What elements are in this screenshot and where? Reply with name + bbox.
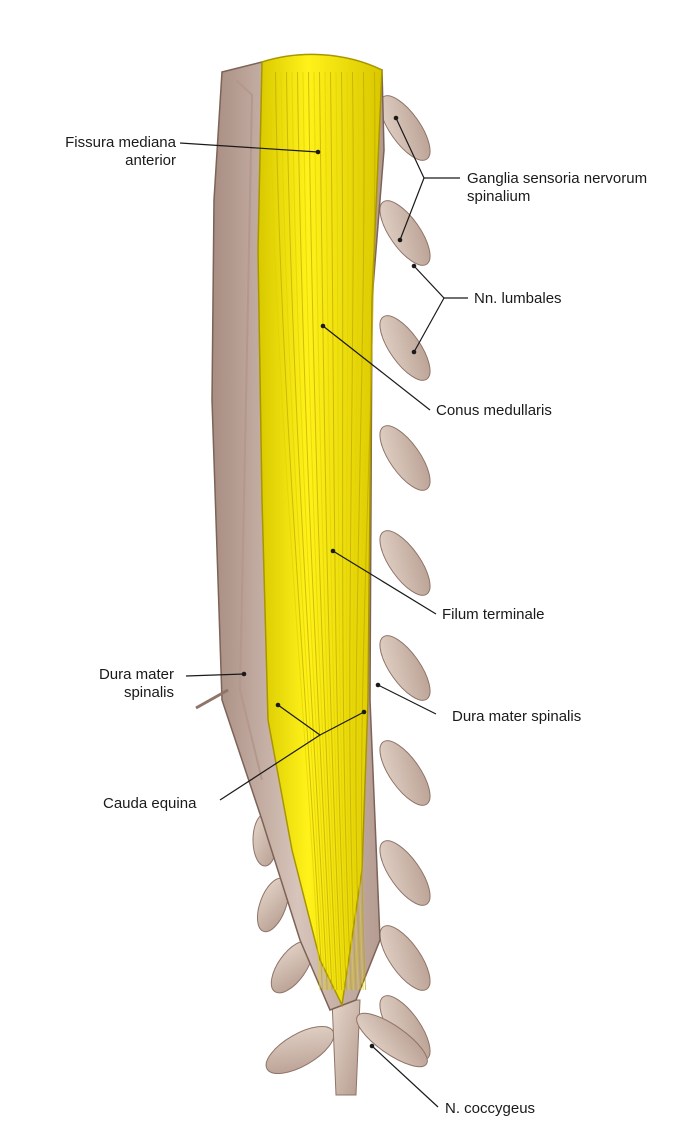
leader-cauda-2 xyxy=(319,711,365,736)
leader-lines xyxy=(179,117,468,1108)
nerve-fiber xyxy=(341,71,352,991)
label-dura-right: Dura mater spinalis xyxy=(452,708,582,725)
leader-ganglia-bottom xyxy=(399,177,425,241)
leader-dots xyxy=(241,115,417,1049)
right-root-6 xyxy=(379,635,431,701)
label-dura-left: Dura mater spinalis xyxy=(40,666,174,702)
label-n-coccygeus: N. coccygeus xyxy=(445,1100,536,1117)
nerve-fiber xyxy=(308,71,338,991)
label-ganglia-line2: spinalium xyxy=(467,188,531,205)
right-root-3 xyxy=(379,315,431,381)
right-root-9 xyxy=(379,925,431,991)
right-root-4 xyxy=(379,425,431,491)
leader-nn-lumbales-top xyxy=(413,265,468,299)
nerve-fiber xyxy=(358,71,370,991)
right-root-2 xyxy=(379,200,431,266)
nerve-fiber xyxy=(330,71,347,991)
label-ganglia: Ganglia sensoria nervorum spinalium xyxy=(467,170,647,206)
leader-coccygeus xyxy=(371,1045,439,1108)
leader-filum xyxy=(332,550,437,615)
label-dura-left-line1: Dura mater xyxy=(98,666,174,683)
nerve-fiber xyxy=(349,71,357,991)
nerve-fiber xyxy=(352,71,360,991)
leader-dura-right xyxy=(377,684,437,715)
nerve-fiber xyxy=(269,71,321,991)
right-root-8 xyxy=(379,840,431,906)
nerve-fiber xyxy=(297,71,333,991)
nerve-fiber xyxy=(345,71,355,991)
nerve-fiber xyxy=(335,71,350,991)
leader-fissura xyxy=(179,142,319,153)
filum-terminale-stalk xyxy=(331,999,428,1096)
nerve-fiber xyxy=(275,71,323,991)
leader-nn-lumbales-bottom xyxy=(413,297,445,353)
cauda-equina-bundle xyxy=(257,53,383,1008)
left-nerve-roots xyxy=(252,813,335,1075)
leader-conus xyxy=(322,325,431,411)
nerve-fiber xyxy=(286,71,328,991)
label-fissura-line2: anterior xyxy=(125,152,176,169)
right-root-5 xyxy=(379,530,431,596)
label-dura-left-line2: spinalis xyxy=(123,684,174,701)
nerve-fiber xyxy=(291,71,331,991)
nerve-fiber xyxy=(361,71,376,991)
nerve-fiber xyxy=(324,71,345,991)
label-cauda-equina: Cauda equina xyxy=(103,795,197,812)
label-filum-terminale: Filum terminale xyxy=(442,606,545,623)
nerve-fiber xyxy=(280,71,326,991)
label-conus-medullaris: Conus medullaris xyxy=(436,402,552,419)
nerve-fiber xyxy=(319,71,343,991)
label-ganglia-line1: Ganglia sensoria nervorum xyxy=(467,170,648,187)
label-fissura-line1: Fissura mediana xyxy=(65,134,176,151)
nerve-fiber xyxy=(313,71,340,991)
label-fissura-mediana: Fissura mediana anterior xyxy=(20,134,176,170)
right-nerve-roots xyxy=(379,95,431,1061)
nerve-fiber xyxy=(355,71,365,991)
nerve-fibers xyxy=(269,71,376,991)
leader-dura-left xyxy=(185,673,245,677)
label-nn-lumbales: Nn. lumbales xyxy=(474,290,562,307)
nerve-fiber xyxy=(302,71,335,991)
right-root-7 xyxy=(379,740,431,806)
